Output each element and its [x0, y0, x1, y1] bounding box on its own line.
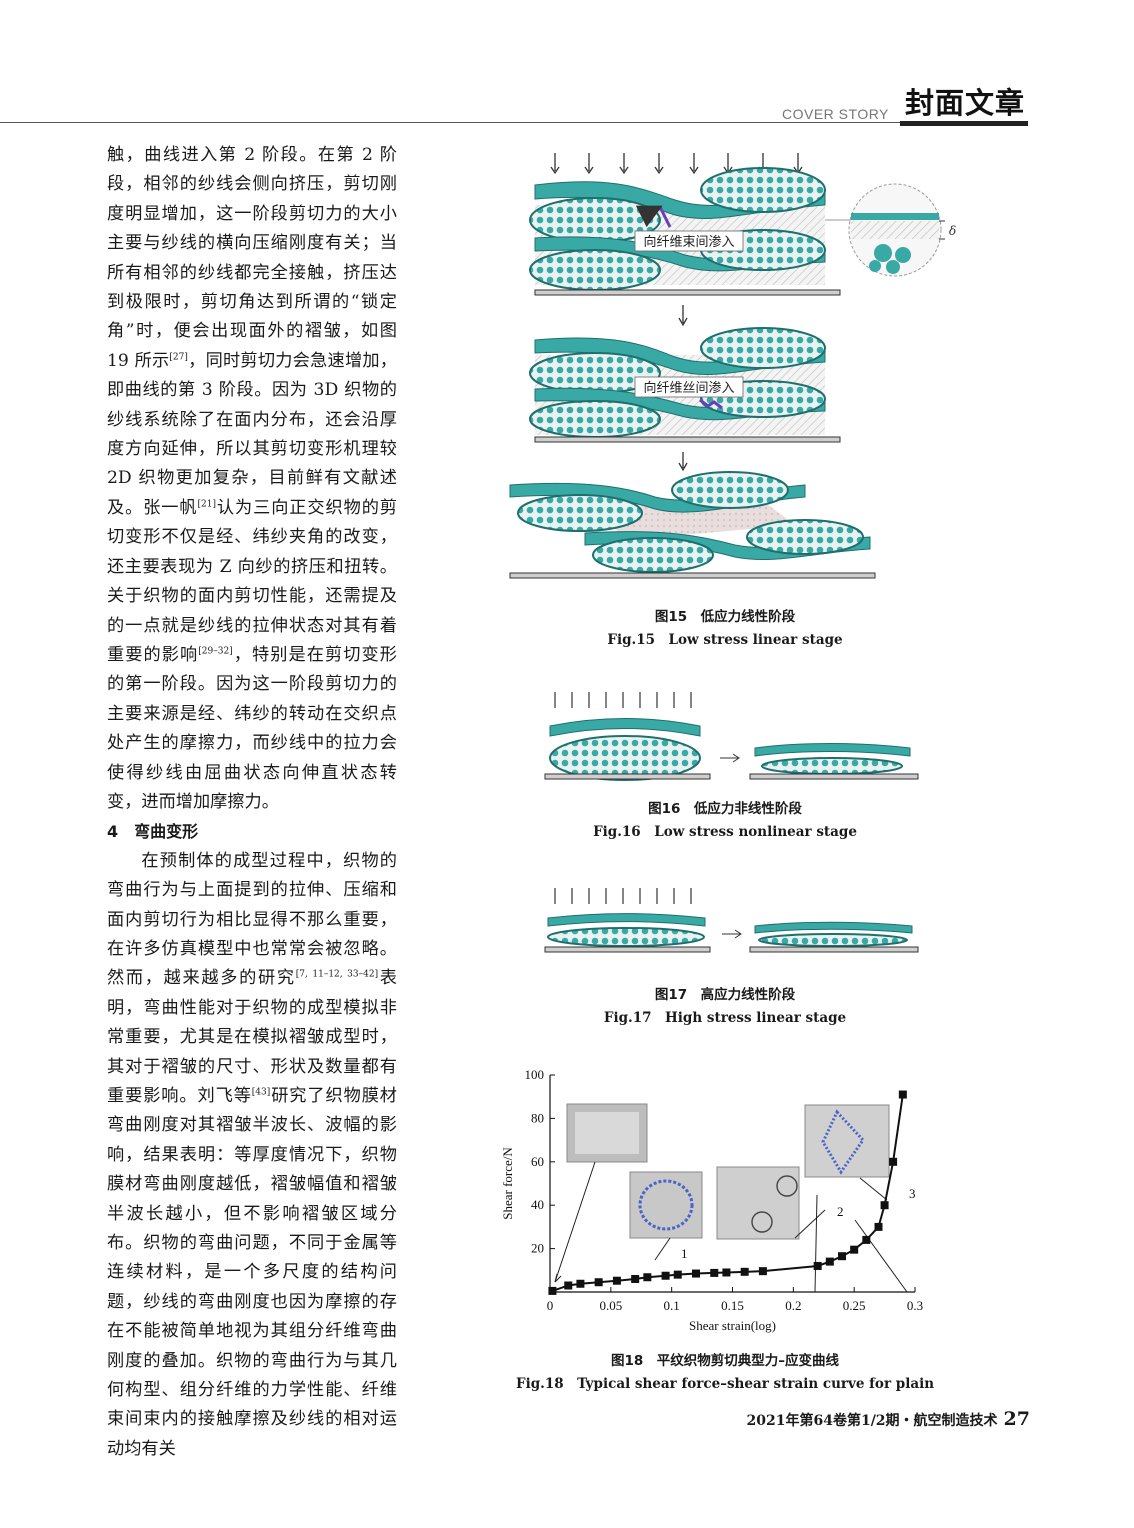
header-english: COVER STORY	[782, 106, 889, 122]
body-text-column: 触，曲线进入第 2 阶段。在第 2 阶段，相邻的纱线会侧向挤压，剪切刚度明显增加…	[107, 141, 397, 1464]
stage-annotation: 1	[681, 1246, 688, 1261]
y-tick-label: 40	[531, 1197, 544, 1212]
data-point	[710, 1268, 719, 1277]
data-point	[850, 1245, 859, 1254]
figure-15: 向纤维束间渗入 δ 向纤维丝间渗入	[509, 153, 956, 579]
data-point	[692, 1269, 700, 1278]
data-point	[631, 1274, 640, 1283]
label-interbundle: 向纤维束间渗入	[643, 234, 734, 250]
data-point	[643, 1273, 652, 1282]
paragraph-1: 触，曲线进入第 2 阶段。在第 2 阶段，相邻的纱线会侧向挤压，剪切刚度明显增加…	[107, 145, 397, 812]
data-point	[874, 1222, 883, 1231]
data-point	[889, 1157, 898, 1166]
figure-16	[544, 692, 919, 781]
stage-annotation: 3	[909, 1186, 916, 1201]
chart-annotations: 1 2 3	[681, 1186, 916, 1261]
data-point	[813, 1261, 822, 1270]
data-point	[862, 1235, 871, 1244]
stage-1-yarns	[529, 167, 841, 296]
stage-3-yarns	[509, 471, 876, 579]
x-tick-label: 0.15	[721, 1298, 744, 1313]
x-tick-label: 0.05	[599, 1298, 622, 1313]
journal-info: 2021年第64卷第1/2期・航空制造技术	[746, 1413, 998, 1429]
y-tick-label: 100	[525, 1067, 545, 1082]
chart-series	[548, 1090, 907, 1295]
data-point	[661, 1271, 670, 1280]
figure-17-caption: 图17 高应力线性阶段 Fig.17 High stress linear st…	[603, 987, 847, 1026]
x-tick-label: 0.1	[664, 1298, 680, 1313]
data-point	[825, 1257, 834, 1266]
x-tick-label: 0	[547, 1298, 554, 1313]
data-point	[880, 1201, 889, 1210]
data-point	[612, 1276, 621, 1285]
section-heading: 4 弯曲变形	[107, 822, 199, 842]
stage-arrow-2	[678, 452, 688, 472]
data-point	[673, 1270, 682, 1279]
inset-pointer-lines	[554, 1161, 908, 1293]
y-axis-label: Shear force/N	[500, 1147, 515, 1220]
zoom-detail: δ	[825, 183, 956, 277]
y-tick-label: 20	[531, 1241, 544, 1256]
data-point	[898, 1090, 907, 1099]
page-number: 27	[1003, 1408, 1030, 1430]
x-tick-label: 0.2	[785, 1298, 801, 1313]
delta-symbol: δ	[949, 224, 956, 238]
paragraph-2: 在预制体的成型过程中，织物的弯曲行为与上面提到的拉伸、压缩和面内剪切行为相比显得…	[107, 850, 397, 1459]
page-footer: 2021年第64卷第1/2期・航空制造技术 27	[700, 1408, 1031, 1430]
header-thick-rule	[900, 121, 1028, 126]
figure-17	[544, 888, 919, 953]
data-point	[838, 1252, 846, 1261]
label-interfilament: 向纤维丝间渗入	[643, 380, 734, 396]
data-point	[564, 1281, 573, 1290]
figure-15-caption: 图15 低应力线性阶段 Fig.15 Low stress linear sta…	[607, 609, 843, 648]
figure-16-caption: 图16 低应力非线性阶段 Fig.16 Low stress nonlinear…	[593, 801, 857, 840]
stage-arrow-1	[678, 305, 688, 327]
load-arrows-16	[554, 692, 692, 708]
data-point	[576, 1279, 585, 1288]
inset-photos	[566, 1103, 890, 1240]
data-point	[722, 1268, 731, 1277]
x-tick-label: 0.3	[907, 1298, 923, 1313]
header-rule	[0, 122, 1028, 123]
x-axis-label: Shear strain(log)	[689, 1318, 776, 1333]
data-point	[548, 1286, 557, 1295]
data-point	[594, 1278, 603, 1287]
header-chinese: 封面文章	[905, 86, 1026, 120]
figure-18-caption: 图18 平纹织物剪切典型力–应变曲线 Fig.18 Typical shear …	[515, 1353, 935, 1392]
data-point	[758, 1267, 767, 1276]
y-tick-label: 60	[531, 1154, 544, 1169]
data-point	[740, 1267, 749, 1276]
x-tick-label: 0.25	[843, 1298, 866, 1313]
load-arrows-17	[554, 888, 692, 904]
stage-annotation: 2	[837, 1204, 844, 1219]
y-tick-label: 80	[531, 1110, 544, 1125]
